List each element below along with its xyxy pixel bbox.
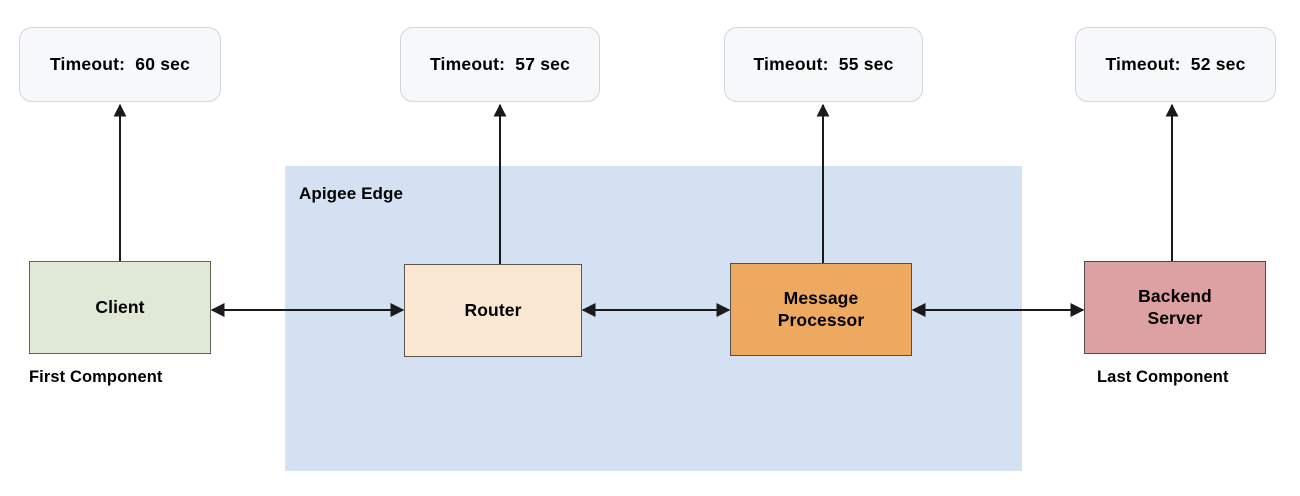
node-message-processor-label-line2: Processor (777, 309, 865, 330)
client-timeout-box: Timeout: 60 sec (19, 27, 221, 102)
caption-last-component: Last Component (1097, 368, 1229, 386)
node-message-processor-label: Message Processor (778, 288, 865, 332)
router-timeout-box: Timeout: 57 sec (400, 27, 600, 102)
node-client-label: Client (95, 296, 145, 317)
message-processor-timeout-text: Timeout: 55 sec (753, 54, 894, 74)
node-backend-server-label: Backend Server (1138, 286, 1212, 330)
node-message-processor: Message Processor (730, 263, 912, 356)
client-timeout-text: Timeout: 60 sec (49, 54, 190, 74)
backend-server-timeout-text: Timeout: 52 sec (1105, 54, 1246, 74)
caption-first-component: First Component (29, 368, 163, 386)
message-processor-timeout-box: Timeout: 55 sec (724, 27, 923, 102)
node-backend-server-label-line2: Server (1147, 307, 1203, 328)
node-backend-server-label-line1: Backend (1138, 285, 1212, 306)
backend-server-timeout-box: Timeout: 52 sec (1075, 27, 1276, 102)
apigee-edge-label: Apigee Edge (299, 184, 404, 203)
node-client: Client (29, 261, 211, 354)
node-backend-server: Backend Server (1084, 261, 1266, 354)
router-timeout-text: Timeout: 57 sec (429, 54, 570, 74)
node-router: Router (404, 264, 582, 357)
node-router-label: Router (464, 299, 522, 320)
node-message-processor-label-line1: Message (783, 287, 859, 308)
